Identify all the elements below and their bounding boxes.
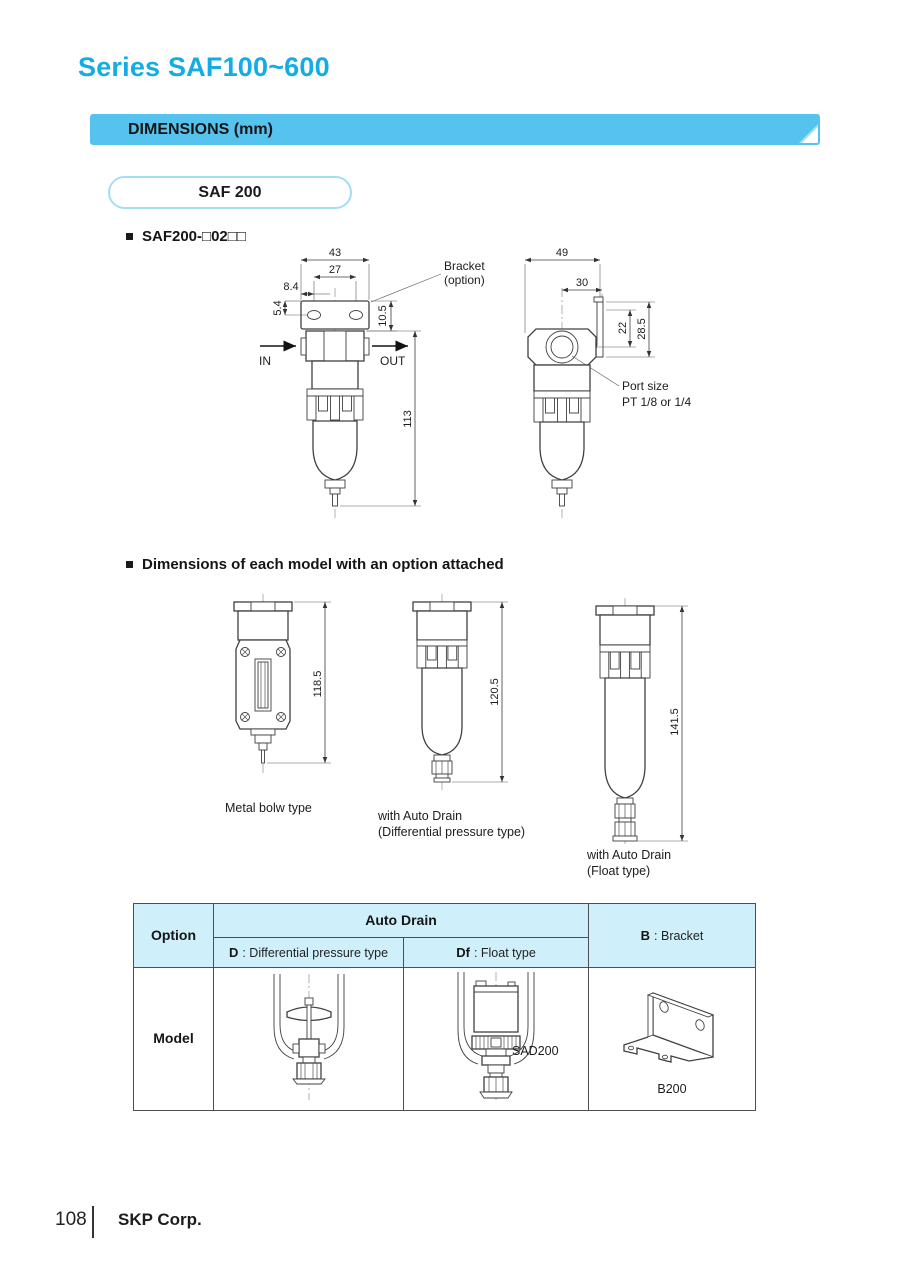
front-view-drawing: 43 27 8.4 5.4 10.5 (259, 247, 485, 518)
header-option: Option (133, 903, 214, 968)
dim-model-b-height: 120.5 (489, 678, 501, 706)
option-models-drawing: 118.5 Metal bolw type 1 (225, 594, 688, 878)
bracket-iso-drawing (623, 991, 715, 1063)
options-heading: Dimensions of each model with an option … (126, 556, 504, 573)
header-drain-d: D: Differential pressure type (213, 937, 404, 968)
dim-port-height: 22 (617, 322, 629, 334)
header-drain-df: Df: Float type (403, 937, 589, 968)
bracket-callout-line1: Bracket (444, 259, 485, 273)
model-b-caption: with Auto Drain (377, 809, 462, 823)
square-bullet-icon (126, 561, 133, 568)
header-auto-drain: Auto Drain (213, 903, 589, 938)
dimensions-section-bar: DIMENSIONS (mm) (90, 114, 820, 145)
header-auto-drain-label: Auto Drain (365, 911, 437, 928)
port-size-callout-line1: Port size (622, 379, 669, 393)
square-bullet-icon (126, 233, 133, 240)
bracket-drawing-cell: B200 (588, 967, 756, 1111)
model-a-caption: Metal bolw type (225, 801, 312, 815)
section-bar-label: DIMENSIONS (mm) (128, 121, 273, 138)
header-option-label: Option (150, 926, 197, 943)
model-c-caption-2: (Float type) (587, 864, 650, 878)
model-c-caption: with Auto Drain (586, 848, 671, 862)
dim-hole-span: 27 (329, 264, 341, 276)
page-title: Series SAF100~600 (78, 52, 330, 82)
side-view-drawing: 49 30 22 28.5 Port size PT 1/8 (524, 247, 691, 518)
header-bracket-code: B (640, 927, 651, 943)
options-table-wrap: Option Auto Drain B: Bracket D: Differen… (133, 903, 756, 1111)
footer-divider (92, 1206, 94, 1238)
model-b-caption-2: (Differential pressure type) (378, 825, 525, 839)
dim-hole-offset: 8.4 (283, 281, 298, 293)
dim-bracket-drop: 10.5 (377, 305, 389, 326)
options-heading-text: Dimensions of each model with an option … (142, 556, 504, 573)
sad200-label: SAD200 (512, 1044, 559, 1058)
inlet-label: IN (259, 354, 271, 368)
page-number: 108 (55, 1209, 87, 1230)
header-bracket-label: : Bracket (654, 928, 704, 943)
header-df-label: : Float type (473, 945, 536, 960)
auto-drain-float-model-drawing: 141.5 with Auto Drain (Float type) (586, 598, 688, 878)
float-drain-drawing (457, 971, 535, 1102)
metal-bowl-model-drawing: 118.5 Metal bolw type (225, 594, 331, 815)
model-badge: SAF 200 (108, 176, 352, 209)
b200-label: B200 (657, 1081, 687, 1096)
dim-overall-depth: 49 (556, 247, 568, 259)
options-table: Option Auto Drain B: Bracket D: Differen… (133, 903, 756, 1111)
auto-drain-dp-model-drawing: 120.5 with Auto Drain (Differential pres… (377, 594, 525, 839)
differential-drain-drawing (273, 973, 344, 1100)
header-df-code: Df (456, 944, 470, 960)
dim-bracket-offset: 30 (576, 277, 588, 289)
drain-d-drawing-cell (213, 967, 404, 1111)
port-size-callout-line2: PT 1/8 or 1/4 (622, 395, 691, 409)
header-d-label: : Differential pressure type (242, 945, 389, 960)
company-name: SKP Corp. (118, 1210, 202, 1229)
bracket-callout-line2: (option) (444, 273, 485, 287)
header-d-code: D (228, 944, 239, 960)
saf200-dimension-drawing: 43 27 8.4 5.4 10.5 (259, 247, 691, 518)
corner-fold-icon (802, 127, 818, 143)
dim-model-a-height: 118.5 (312, 671, 324, 698)
dim-hole-edge: 5.4 (272, 300, 284, 315)
header-bracket: B: Bracket (588, 903, 756, 968)
model-row-label-cell: Model (133, 967, 214, 1111)
dim-model-c-height: 141.5 (669, 708, 681, 736)
drain-df-drawing-cell: SAD200 (403, 967, 589, 1111)
dim-overall-width: 43 (329, 247, 341, 259)
dim-body-height: 113 (402, 410, 414, 428)
model-code-text: SAF200-□02□□ (142, 228, 246, 245)
outlet-label: OUT (380, 354, 406, 368)
model-code-heading: SAF200-□02□□ (126, 228, 246, 245)
model-row-label: Model (153, 1030, 194, 1046)
dim-bracket-height: 28.5 (636, 318, 648, 339)
